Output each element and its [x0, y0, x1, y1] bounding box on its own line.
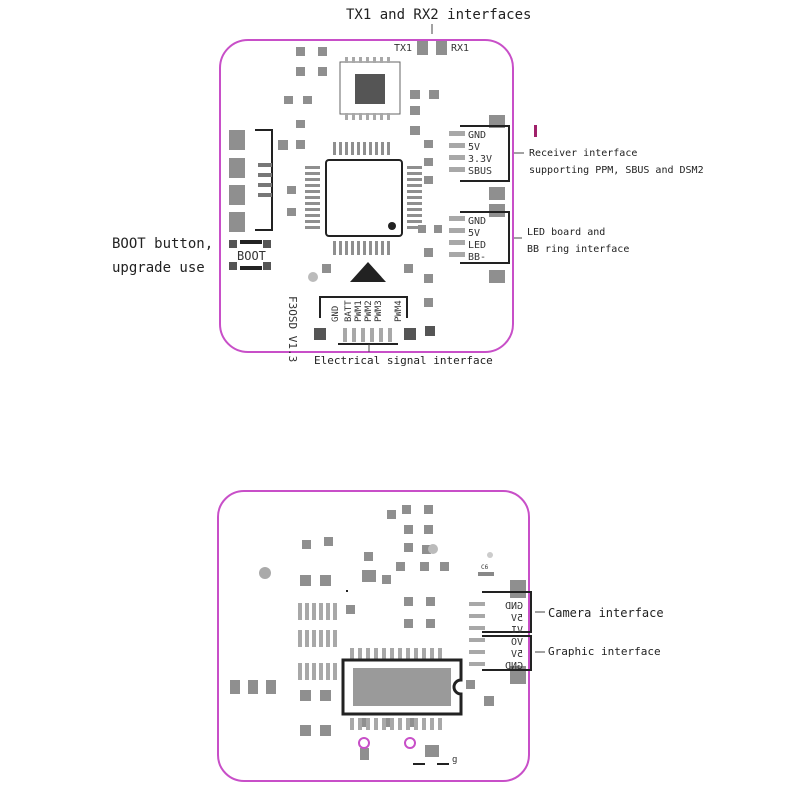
version-silk: F3OSD V1.3	[286, 296, 299, 362]
tx1-silk: TX1	[394, 43, 412, 54]
pwm-connector: GND BATT PWM1 PWM2 PWM3 PWM4	[314, 296, 435, 352]
led-label-line1: LED board and	[527, 227, 605, 238]
receiver-connector: GND 5V 3.3V SBUS	[449, 115, 537, 200]
pwm-pin-2: PWM2	[364, 300, 374, 322]
camera-interface-label: Camera interface	[548, 606, 664, 620]
boot-label-line1: BOOT button,	[112, 236, 213, 252]
boot-silk: BOOT	[237, 249, 266, 263]
camera-pin-gnd: GND	[505, 601, 523, 612]
camera-pin-5v: 5V	[511, 613, 523, 624]
led-connector: GND 5V LED BB-	[449, 204, 522, 283]
receiver-pin-4: SBUS	[468, 166, 492, 177]
top-board-outline	[219, 39, 514, 353]
pwm-pin-1: PWM1	[354, 300, 364, 322]
boot-label-line2: upgrade use	[112, 260, 205, 276]
pwm-pin-gnd: GND	[331, 306, 341, 322]
pwm-pin-4: PWM4	[394, 300, 404, 322]
rx1-silk: RX1	[451, 43, 469, 54]
svg-text:g: g	[452, 755, 457, 765]
graphic-interface-label: Graphic interface	[548, 645, 661, 658]
camera-pin-vi: VI	[511, 625, 523, 636]
tx-rx-interfaces-label: TX1 and RX2 interfaces	[346, 7, 531, 23]
pwm-pin-3: PWM3	[374, 300, 384, 322]
graphic-pin-vo: VO	[511, 637, 523, 648]
receiver-label-line1: Receiver interface	[529, 148, 637, 159]
receiver-pin-2: 5V	[468, 142, 480, 153]
c6-silk: C6	[481, 564, 489, 571]
boot-button: BOOT	[229, 240, 271, 270]
led-label-line2: BB ring interface	[527, 244, 629, 255]
signal-interface-label: Electrical signal interface	[314, 354, 493, 367]
left-connector	[229, 129, 273, 232]
led-pin-1: GND	[468, 216, 486, 227]
graphic-pin-5v: 5V	[511, 649, 523, 660]
osd-chip	[341, 648, 463, 730]
led-pin-3: LED	[468, 240, 486, 251]
bottom-board: g C6 GND 5V VI VO 5V GND	[217, 490, 664, 782]
receiver-pin-3: 3.3V	[468, 154, 492, 165]
camera-graphic-connector: GND 5V VI VO 5V GND	[469, 580, 545, 684]
pwm-pin-batt: BATT	[344, 300, 354, 322]
led-pin-4: BB-	[468, 252, 486, 263]
receiver-pin-1: GND	[468, 130, 486, 141]
mcu-chip	[305, 142, 422, 255]
led-pin-2: 5V	[468, 228, 480, 239]
receiver-label-line2: supporting PPM, SBUS and DSM2	[529, 165, 704, 176]
graphic-pin-gnd: GND	[505, 661, 523, 672]
top-board: TX1 and RX2 interfaces TX1 RX1	[112, 7, 704, 367]
